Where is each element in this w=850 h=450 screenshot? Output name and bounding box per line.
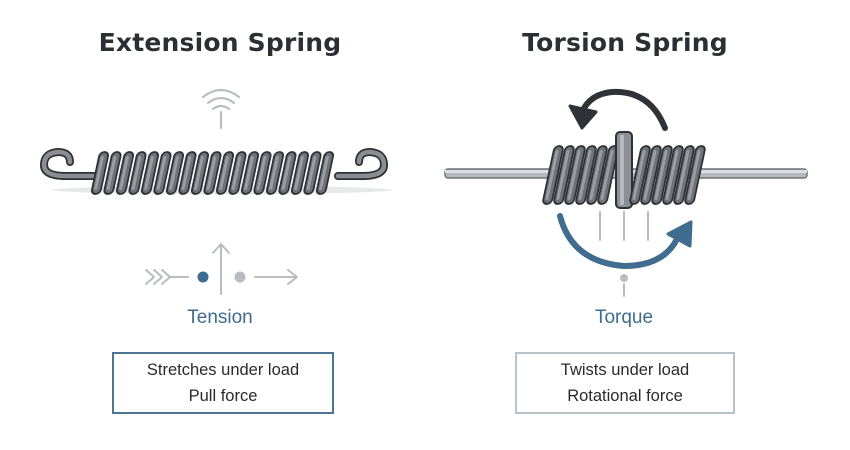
extension-spring (39, 147, 392, 195)
spring-coil (629, 145, 651, 205)
tension-caption: Tension (187, 307, 253, 328)
spring-coil (651, 145, 673, 205)
torque-point-icon (620, 274, 628, 297)
torsion-description-box: Twists under load Rotational force (515, 352, 735, 414)
spring-coil (278, 151, 297, 195)
spring-coil (564, 145, 586, 205)
extension-description-box: Stretches under load Pull force (112, 352, 334, 414)
spring-coil (673, 145, 695, 205)
torsion-description-line-2: Rotational force (567, 387, 683, 405)
extension-description-line-1: Stretches under load (146, 361, 300, 379)
spring-coil (542, 145, 564, 205)
rotation-arrow-bottom-icon (557, 213, 693, 270)
spring-coil (140, 151, 160, 195)
spring-coil (315, 151, 335, 195)
spring-coil (303, 151, 322, 195)
spring-coil (265, 151, 285, 195)
signal-icon (201, 88, 241, 130)
torsion-description-line-1: Twists under load (560, 361, 690, 379)
spring-coil (253, 151, 272, 195)
spring-coil (586, 145, 608, 205)
extension-description-line-2: Pull force (188, 387, 258, 405)
spring-coil (553, 145, 575, 205)
spring-coil (662, 145, 684, 205)
spring-coil (240, 151, 260, 195)
spring-coil (128, 151, 147, 195)
torsion-spring-title: Torsion Spring (522, 28, 728, 57)
spring-coil (165, 151, 185, 195)
spring-coil (290, 151, 310, 195)
rotation-arrow-top-icon (568, 88, 668, 131)
spring-coil (190, 151, 210, 195)
tension-force-icon (145, 243, 298, 295)
spring-coil (575, 145, 597, 205)
spring-coil (597, 145, 619, 205)
spring-coil (215, 151, 235, 195)
spring-coil (684, 145, 706, 205)
spring-coil (153, 151, 172, 195)
spring-coil (178, 151, 197, 195)
spring-coil (103, 151, 122, 195)
spring-coil (640, 145, 662, 205)
torsion-spring (444, 131, 808, 241)
spring-coil (203, 151, 222, 195)
torque-caption: Torque (594, 307, 654, 328)
extension-spring-title: Extension Spring (98, 28, 342, 57)
spring-coil (228, 151, 247, 195)
spring-coil (115, 151, 135, 195)
spring-coil (90, 151, 110, 195)
